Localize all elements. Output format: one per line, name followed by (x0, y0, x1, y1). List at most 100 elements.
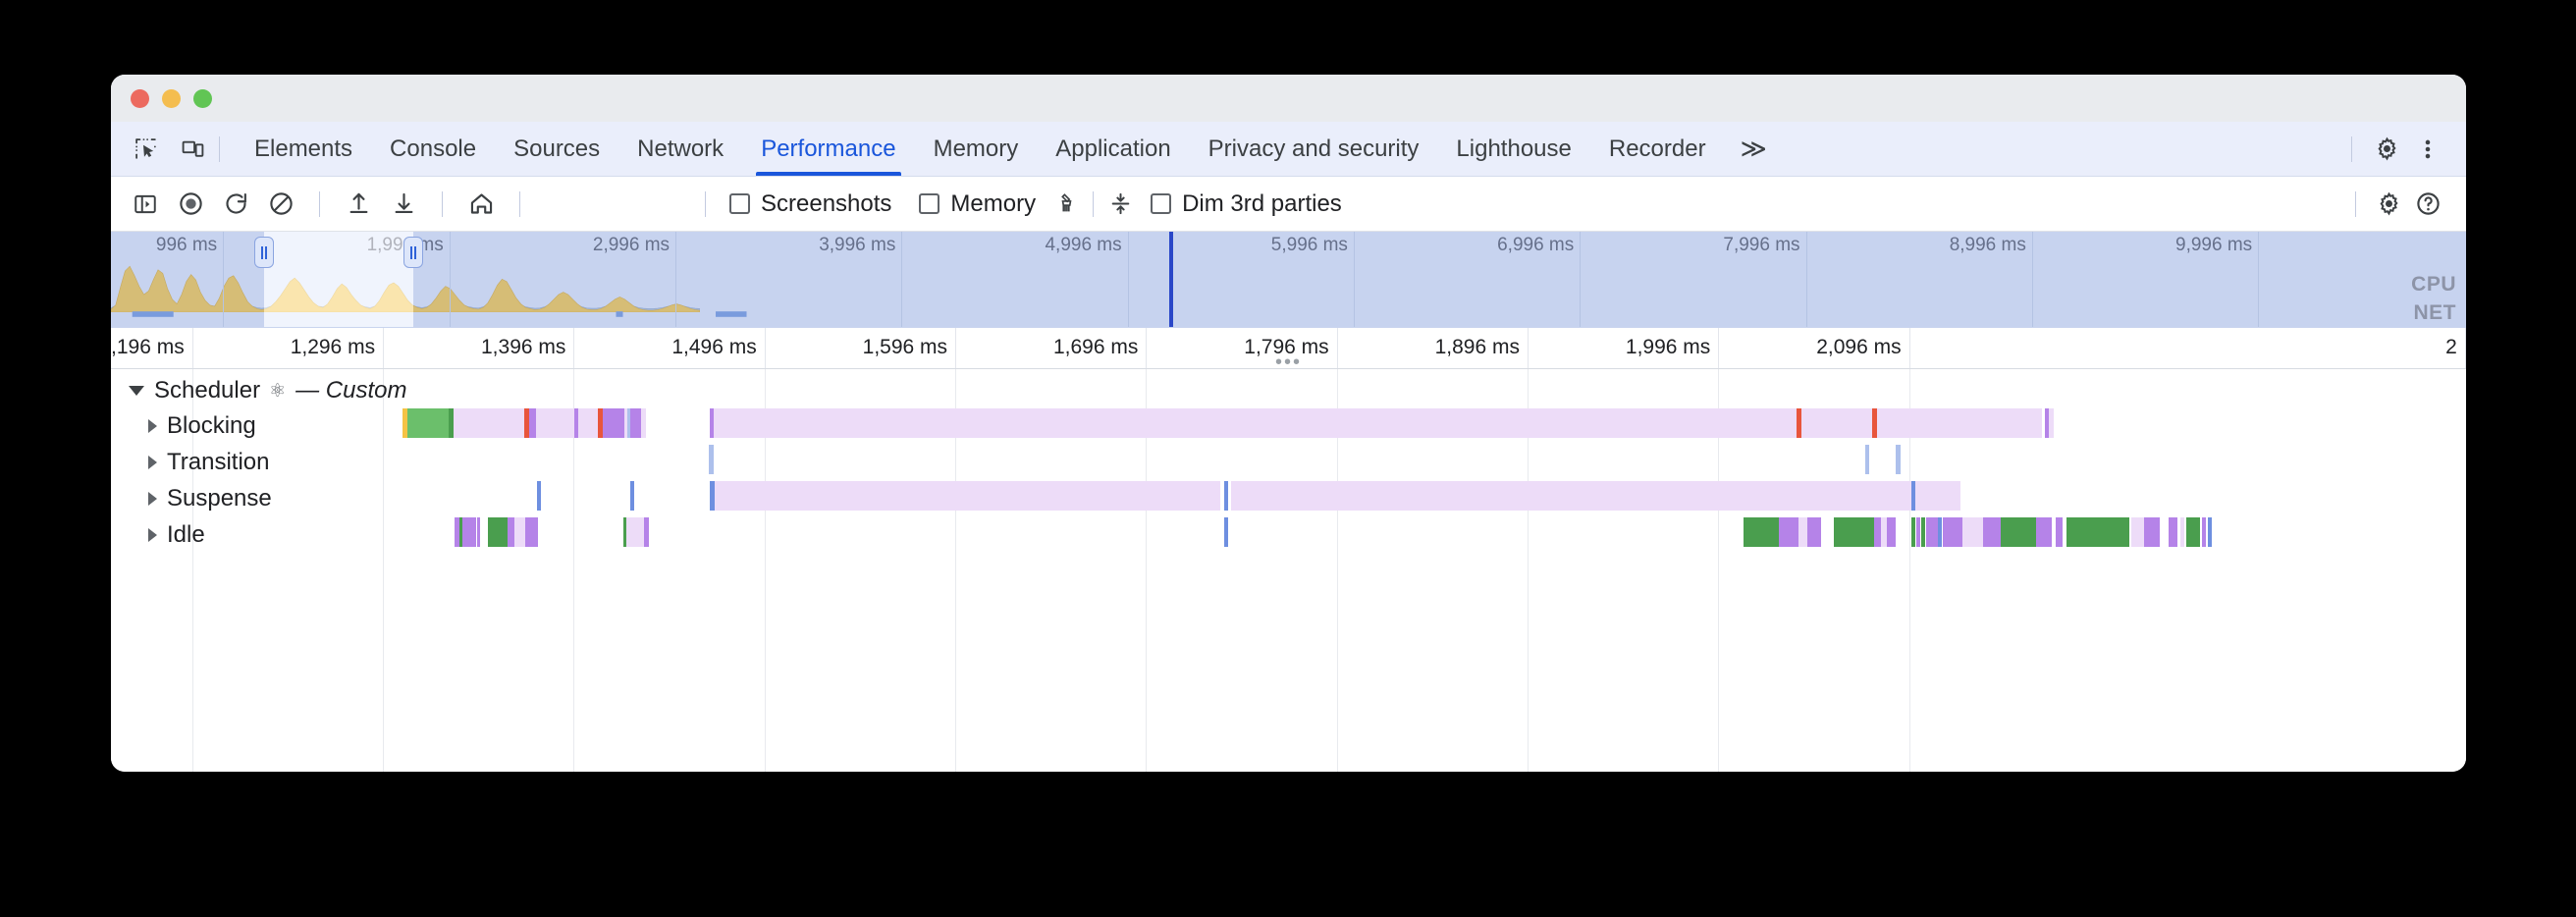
flame-event[interactable] (1743, 517, 1779, 547)
flame-event[interactable] (508, 517, 514, 547)
help-icon[interactable] (2411, 188, 2444, 221)
tab-console[interactable]: Console (390, 135, 477, 162)
chevron-right-icon[interactable] (148, 456, 157, 469)
flame-event[interactable] (2207, 517, 2213, 547)
flame-event[interactable] (1223, 481, 1229, 511)
track-row-blocking[interactable]: Blocking (148, 412, 256, 440)
flame-event[interactable] (1921, 517, 1925, 547)
home-icon[interactable] (464, 188, 498, 221)
collect-garbage-icon[interactable] (1049, 188, 1083, 221)
flame-event[interactable] (458, 517, 463, 547)
flame-event[interactable] (629, 481, 634, 511)
flame-event[interactable] (487, 517, 509, 547)
chevron-right-icon[interactable] (148, 492, 157, 506)
flame-event[interactable] (1864, 445, 1870, 474)
minimize-window-button[interactable] (162, 88, 181, 108)
flame-event[interactable] (2186, 517, 2200, 547)
more-tabs-icon[interactable]: ≫ (1740, 134, 1767, 163)
tab-application[interactable]: Application (1055, 135, 1171, 162)
flame-event[interactable] (1911, 517, 1915, 547)
flame-event[interactable] (623, 408, 628, 438)
flame-event[interactable] (709, 445, 715, 474)
flame-event[interactable] (1911, 481, 1916, 511)
flame-event[interactable] (1230, 481, 1960, 511)
tab-network[interactable]: Network (637, 135, 724, 162)
flame-event[interactable] (1938, 517, 1943, 547)
flame-event[interactable] (1942, 517, 1963, 547)
flame-event[interactable] (1873, 517, 1881, 547)
flame-event[interactable] (1796, 408, 1801, 438)
dim-3rd-parties-checkbox[interactable]: Dim 3rd parties (1137, 190, 1356, 218)
flame-event[interactable] (603, 408, 624, 438)
flame-event[interactable] (2130, 517, 2145, 547)
reload-and-record-icon[interactable] (219, 188, 252, 221)
flame-event[interactable] (1807, 517, 1821, 547)
flame-event[interactable] (644, 517, 649, 547)
tab-recorder[interactable]: Recorder (1608, 135, 1706, 162)
flame-event[interactable] (2202, 517, 2207, 547)
flame-event[interactable] (536, 481, 541, 511)
flame-event[interactable] (714, 408, 1797, 438)
tab-elements[interactable]: Elements (254, 135, 353, 162)
record-icon[interactable] (174, 188, 207, 221)
panel-resizer-handle[interactable]: ••• (1274, 351, 1302, 373)
tab-sources[interactable]: Sources (513, 135, 601, 162)
flame-event[interactable] (1834, 517, 1874, 547)
track-group-scheduler[interactable]: Scheduler⚛— Custom (129, 377, 406, 405)
toggle-sidebar-icon[interactable] (129, 188, 162, 221)
flame-event[interactable] (536, 408, 574, 438)
flame-event[interactable] (453, 408, 524, 438)
flame-event[interactable] (476, 517, 481, 547)
flame-event[interactable] (402, 408, 408, 438)
flame-event[interactable] (462, 517, 476, 547)
flame-event[interactable] (523, 408, 529, 438)
timeline-overview[interactable]: 996 ms1,996 ms2,996 ms3,996 ms4,996 ms5,… (111, 232, 2466, 328)
flame-event[interactable] (1896, 445, 1902, 474)
overview-selection-window[interactable] (264, 232, 413, 327)
track-row-suspense[interactable]: Suspense (148, 485, 272, 512)
memory-checkbox-box[interactable] (919, 193, 940, 214)
close-window-button[interactable] (131, 88, 149, 108)
flame-event[interactable] (709, 408, 715, 438)
flame-event[interactable] (2066, 517, 2129, 547)
screenshots-checkbox[interactable]: Screenshots (716, 190, 905, 218)
flame-event[interactable] (2056, 517, 2063, 547)
flame-event[interactable] (524, 517, 539, 547)
flame-event[interactable] (2048, 408, 2054, 438)
save-profile-icon[interactable] (387, 188, 420, 221)
flame-event[interactable] (1800, 408, 1873, 438)
flame-event[interactable] (2044, 408, 2049, 438)
flame-event[interactable] (714, 481, 1220, 511)
flame-event[interactable] (573, 408, 578, 438)
memory-checkbox[interactable]: Memory (905, 190, 1049, 218)
flame-event[interactable] (449, 408, 454, 438)
overview-right-handle[interactable] (402, 237, 423, 268)
timeline-ruler[interactable]: ••• 1,196 ms1,296 ms1,396 ms1,496 ms1,59… (111, 328, 2466, 373)
flame-event[interactable] (2035, 517, 2052, 547)
inspect-element-icon[interactable] (129, 133, 162, 166)
flame-event[interactable] (641, 408, 646, 438)
maximize-window-button[interactable] (193, 88, 212, 108)
chevron-right-icon[interactable] (148, 419, 157, 433)
overview-left-handle[interactable] (254, 237, 275, 268)
flame-event[interactable] (2144, 517, 2161, 547)
clear-recording-icon[interactable] (264, 188, 297, 221)
flame-event[interactable] (598, 408, 604, 438)
tab-privacy-and-security[interactable]: Privacy and security (1208, 135, 1420, 162)
flame-event[interactable] (1925, 517, 1939, 547)
flame-event[interactable] (1778, 517, 1799, 547)
load-profile-icon[interactable] (342, 188, 375, 221)
flame-event[interactable] (1877, 408, 2042, 438)
chevron-right-icon[interactable] (148, 528, 157, 542)
screenshots-checkbox-box[interactable] (729, 193, 750, 214)
flame-event[interactable] (622, 517, 627, 547)
tab-memory[interactable]: Memory (933, 135, 1019, 162)
track-row-transition[interactable]: Transition (148, 449, 269, 476)
chevron-down-icon[interactable] (129, 386, 144, 396)
flame-event[interactable] (455, 517, 459, 547)
flame-event[interactable] (513, 517, 525, 547)
flame-event[interactable] (1915, 517, 1921, 547)
flame-event[interactable] (1982, 517, 2001, 547)
more-options-icon[interactable] (2411, 133, 2444, 166)
